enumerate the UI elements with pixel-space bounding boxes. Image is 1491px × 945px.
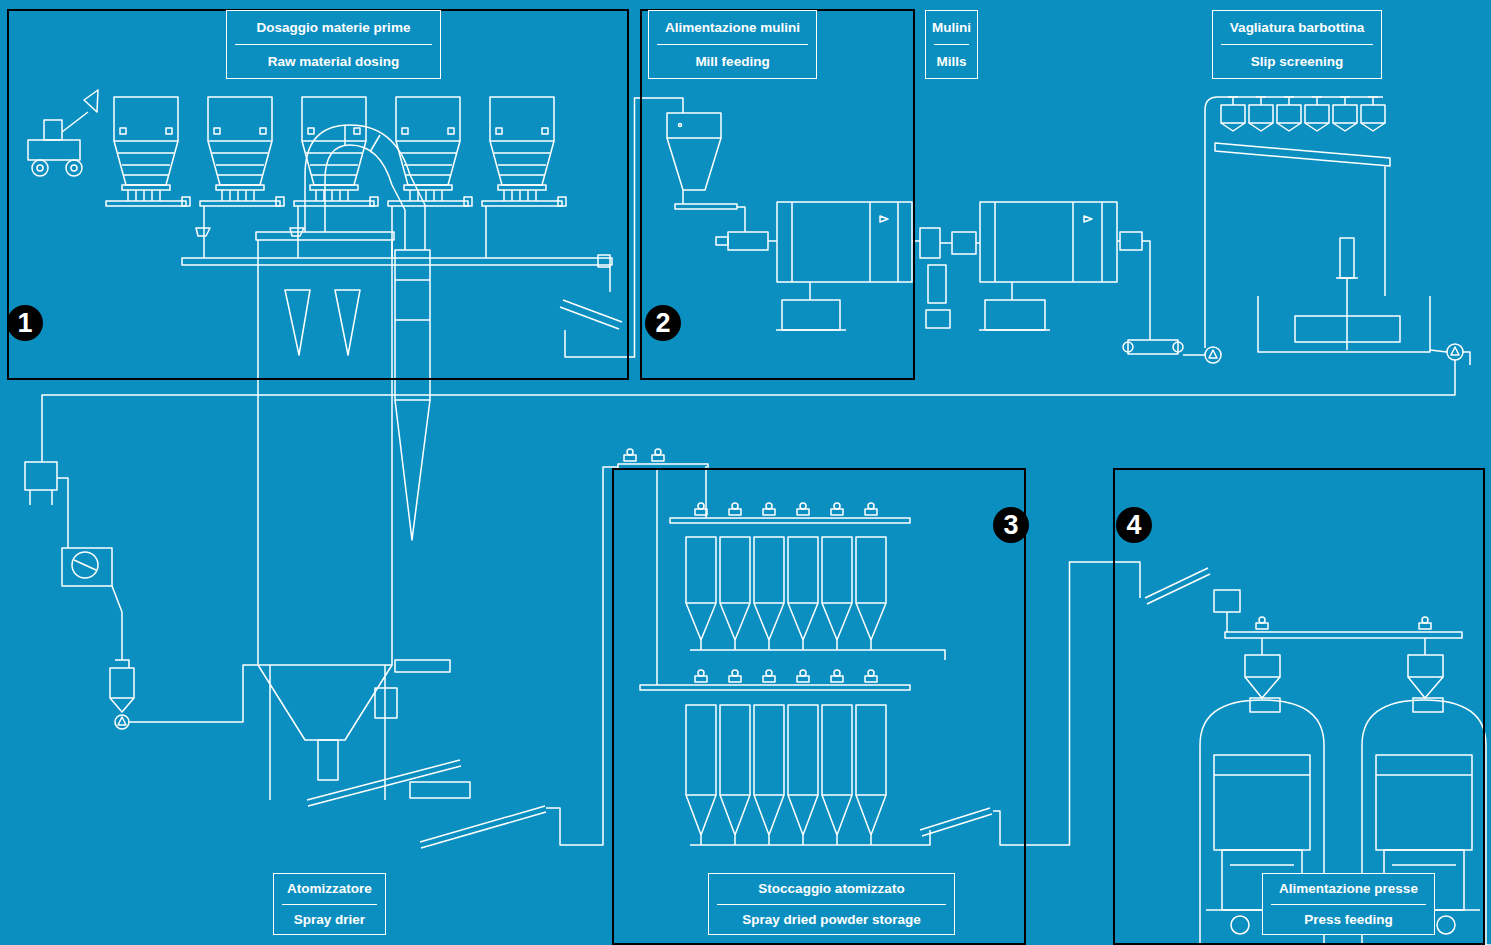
callout-number: 3 xyxy=(993,507,1029,543)
section-frame: 4Alimentazione pressePress feeding xyxy=(1113,468,1485,945)
label-text: Stoccaggio atomizzato xyxy=(717,874,946,904)
label-text: Press feeding xyxy=(1271,904,1426,935)
label-text: Spray drier xyxy=(282,904,377,935)
label-text: Alimentazione mulini xyxy=(657,11,808,44)
flow-line xyxy=(629,98,640,357)
label-text: Mill feeding xyxy=(657,44,808,78)
callout-number: 1 xyxy=(7,305,43,341)
label-box: Alimentazione pressePress feeding xyxy=(1262,873,1435,935)
dosing-hoppers xyxy=(106,97,629,357)
slip-screens xyxy=(42,97,1470,462)
label-text: Raw material dosing xyxy=(235,44,432,78)
label-text: Alimentazione presse xyxy=(1271,874,1426,904)
label-box: AtomizzatoreSpray drier xyxy=(273,873,386,935)
label-text: Dosaggio materie prime xyxy=(235,11,432,44)
section-frame: 3Stoccaggio atomizzatoSpray dried powder… xyxy=(612,468,1026,945)
label-text: Mills xyxy=(934,44,969,78)
spray-drier xyxy=(25,125,618,848)
label-box: MuliniMills xyxy=(925,10,978,79)
label-text: Mulini xyxy=(934,11,969,44)
label-text: Vagliatura barbottina xyxy=(1221,11,1373,44)
section-frame: 2 Alimentazione muliniMill feeding xyxy=(640,9,915,380)
label-box: Vagliatura barbottinaSlip screening xyxy=(1212,10,1382,79)
flow-line xyxy=(1026,562,1113,845)
label-box: Stoccaggio atomizzatoSpray dried powder … xyxy=(708,873,955,935)
section-frame: 1 Dosaggio materie primeRaw material dosi… xyxy=(7,9,629,380)
label-box: Alimentazione muliniMill feeding xyxy=(648,10,817,79)
callout-number: 2 xyxy=(645,305,681,341)
loader-icon xyxy=(28,90,98,176)
presses xyxy=(1113,562,1491,945)
label-box: Dosaggio materie primeRaw material dosin… xyxy=(226,10,441,79)
storage-silos xyxy=(618,449,1026,845)
label-text: Spray dried powder storage xyxy=(717,904,946,935)
label-text: Atomizzatore xyxy=(282,874,377,904)
mills xyxy=(640,98,1205,355)
callout-number: 4 xyxy=(1116,507,1152,543)
label-text: Slip screening xyxy=(1221,44,1373,78)
